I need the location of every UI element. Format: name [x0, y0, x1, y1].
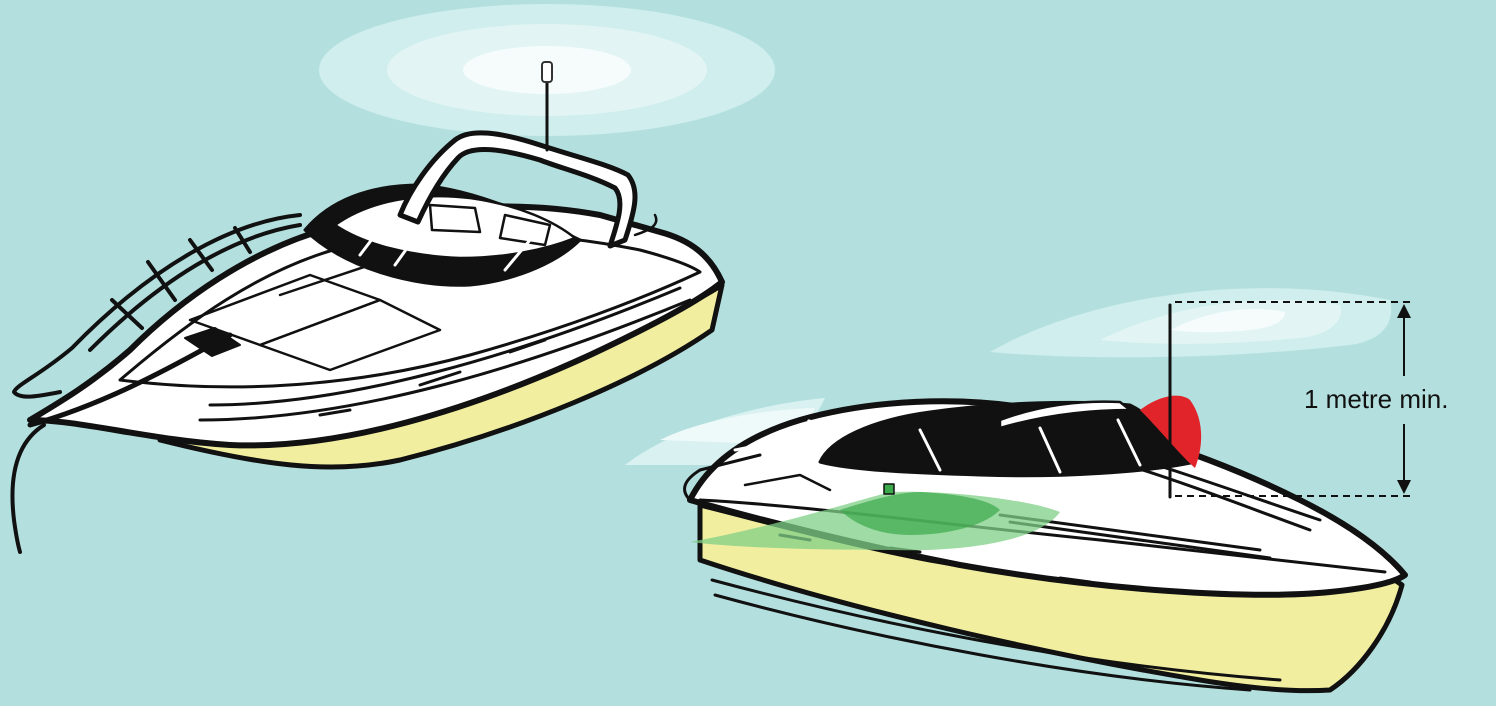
measurement-label: 1 metre min.	[1300, 384, 1453, 414]
green-navigation-light	[884, 484, 894, 494]
